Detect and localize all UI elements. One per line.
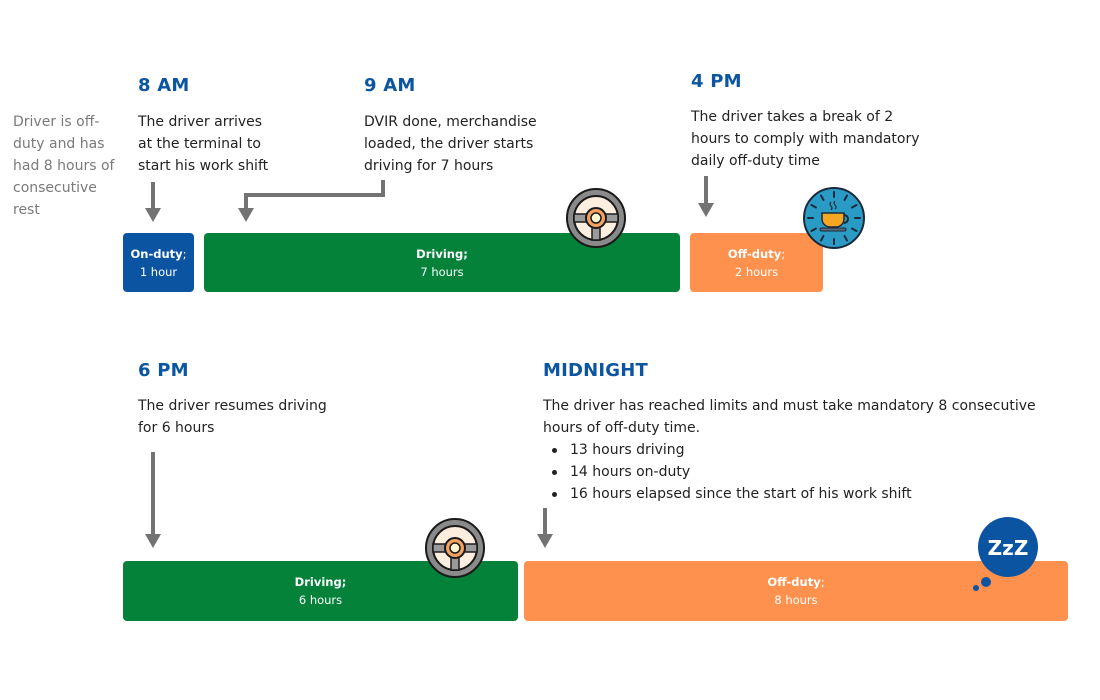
segment-duration: 2 hours — [734, 264, 779, 279]
description-line: hours to comply with mandatory — [691, 131, 920, 147]
sleep-text: ZzZ — [988, 536, 1029, 560]
segment-duration: 8 hours — [774, 593, 818, 607]
segment-duration: 7 hours — [420, 264, 464, 279]
arrow-down-icon — [698, 176, 714, 217]
event-description-4pm: The driver takes a break of 2 hours to c… — [691, 106, 920, 172]
description-line: for 6 hours — [138, 420, 215, 436]
segment-status: On-duty; — [130, 246, 187, 261]
arrow-down-icon — [537, 508, 553, 548]
description-line: DVIR done, merchandise — [364, 114, 537, 130]
event-description-9am: DVIR done, merchandise loaded, the drive… — [364, 111, 537, 177]
description-line: driving for 7 hours — [364, 158, 494, 174]
description-line: hours of off-duty time. — [543, 420, 701, 436]
intro-line: rest — [13, 202, 40, 218]
steering-wheel-icon — [565, 187, 627, 249]
coffee-clock-icon — [802, 186, 866, 250]
segment-duration: 1 hour — [139, 264, 178, 279]
segment-off-duty-rest: Off-duty; 8 hours — [524, 561, 1068, 621]
event-time-9am: 9 AM — [364, 75, 416, 96]
intro-line: had 8 hours of — [13, 158, 115, 174]
arrow-down-icon — [145, 182, 161, 222]
limit-item: 16 hours elapsed since the start of his … — [543, 483, 1083, 505]
limit-item: 13 hours driving — [543, 439, 1083, 461]
segment-status: Driving; — [294, 575, 347, 589]
description-line: start his work shift — [138, 158, 269, 174]
arrow-down-icon — [145, 452, 161, 548]
description-line: The driver resumes driving — [138, 398, 327, 414]
limits-list: 13 hours driving 14 hours on-duty 16 hou… — [543, 439, 1083, 505]
event-time-midnight: MIDNIGHT — [543, 360, 649, 381]
steering-wheel-icon — [424, 517, 486, 579]
description-line: at the terminal to — [138, 136, 261, 152]
event-time-8am: 8 AM — [138, 75, 190, 96]
limit-item: 14 hours on-duty — [543, 461, 1083, 483]
event-time-6pm: 6 PM — [138, 360, 189, 381]
description-line: The driver arrives — [138, 114, 263, 130]
elbow-arrow-icon — [238, 180, 385, 222]
segment-on-duty: On-duty; 1 hour — [123, 233, 194, 292]
description-line: loaded, the driver starts — [364, 136, 534, 152]
intro-line: consecutive — [13, 180, 97, 196]
sleep-bubble-icon: ZzZ — [970, 516, 1042, 594]
event-description-midnight: The driver has reached limits and must t… — [543, 395, 1083, 505]
description-line: The driver has reached limits and must t… — [543, 398, 1036, 414]
description-line: The driver takes a break of 2 — [691, 109, 894, 125]
segment-status: Off-duty; — [767, 575, 825, 589]
event-time-4pm: 4 PM — [691, 71, 742, 92]
intro-line: duty and has — [13, 136, 105, 152]
event-description-8am: The driver arrives at the terminal to st… — [138, 111, 268, 177]
intro-line: Driver is off- — [13, 114, 100, 130]
event-description-6pm: The driver resumes driving for 6 hours — [138, 395, 327, 439]
segment-status: Off-duty; — [727, 246, 786, 261]
intro-note: Driver is off- duty and has had 8 hours … — [13, 111, 128, 221]
segment-duration: 6 hours — [298, 593, 343, 607]
segment-off-duty-break: Off-duty; 2 hours — [690, 233, 823, 292]
segment-status: Driving; — [416, 246, 468, 261]
description-line: daily off-duty time — [691, 153, 820, 169]
